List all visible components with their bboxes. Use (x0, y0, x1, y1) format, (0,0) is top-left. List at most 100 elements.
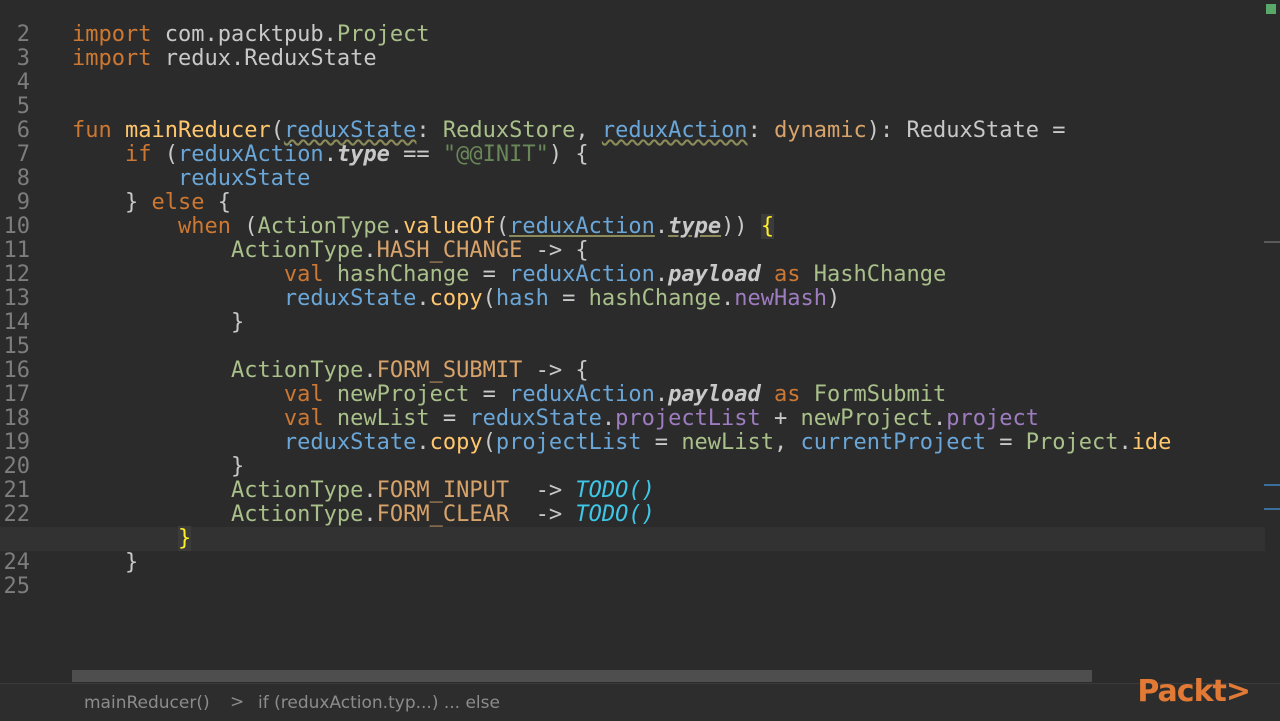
code-line: 11 when (ActionType.valueOf(reduxAction.… (0, 214, 1265, 263)
line-number: 20 (3, 454, 31, 479)
line-number: 18 (3, 406, 31, 431)
code-line: 25 } (0, 551, 1265, 599)
return-type: ReduxState (906, 118, 1039, 143)
code-line: 23 ActionType.FORM_CLEAR -> TODO() (0, 502, 1265, 551)
code-line: 2 (0, 0, 1265, 47)
scroll-marker[interactable] (1264, 484, 1280, 486)
variable: reduxAction (509, 214, 655, 239)
function-name: copy (429, 430, 483, 455)
code-line: 9 reduxState (0, 166, 1265, 215)
line-number: 3 (16, 46, 30, 71)
class-name: ActionType (230, 478, 364, 503)
code-line: 19 val newList = reduxState.projectList … (0, 406, 1265, 455)
variable: reduxAction (509, 382, 655, 407)
line-number: 13 (3, 286, 31, 311)
class-name: ActionType (230, 502, 364, 527)
keyword: import (72, 22, 152, 47)
class-name: ActionType (230, 238, 364, 263)
variable: reduxState (469, 406, 602, 431)
package-name: redux.ReduxState (164, 46, 377, 71)
named-argument: hash (495, 286, 549, 311)
type-name: dynamic (774, 118, 867, 143)
variable: reduxState (283, 286, 417, 311)
line-number: 4 (16, 70, 30, 95)
line-number: 17 (3, 382, 31, 407)
variable: hashChange (588, 286, 722, 311)
matched-brace: } (177, 526, 192, 551)
line-number: 5 (16, 94, 30, 119)
keyword: fun (72, 118, 112, 143)
keyword: val (283, 262, 324, 287)
code-line: 16 (0, 335, 1265, 383)
parameter: reduxState (283, 118, 417, 143)
variable-name: newList (336, 406, 430, 431)
code-line-current: 24 } (0, 526, 1265, 575)
line-number: 16 (3, 358, 31, 383)
keyword: val (283, 406, 324, 431)
keyword: val (283, 382, 324, 407)
breadcrumb-item-branch[interactable]: if (reduxAction.typ...) ... else (258, 693, 500, 713)
keyword: else (151, 190, 205, 215)
class-name: ActionType (257, 214, 390, 239)
code-line: 18 val newProject = reduxAction.payload … (0, 382, 1265, 431)
class-name: Project (336, 22, 430, 47)
line-number: 22 (3, 502, 31, 527)
variable: newProject (800, 406, 933, 431)
keyword: as (774, 382, 801, 407)
code-line: 12 ActionType.HASH_CHANGE -> { (0, 238, 1265, 287)
line-number: 9 (16, 190, 30, 215)
property: project (946, 406, 1039, 431)
function-name: copy (429, 286, 483, 311)
variable: reduxState (283, 430, 417, 455)
inspection-ok-icon[interactable] (1266, 4, 1276, 14)
type-name: ReduxStore (442, 118, 576, 143)
code-editor[interactable]: 2 3 import com.packtpub.Project 4 import… (0, 0, 1280, 670)
keyword: import (72, 46, 152, 71)
scroll-marker[interactable] (1264, 241, 1280, 243)
enum-constant: HASH_CHANGE (376, 238, 523, 263)
packt-logo: Packt> (1137, 674, 1251, 709)
class-name: ActionType (230, 358, 364, 383)
code-line: 4 import redux.ReduxState (0, 46, 1265, 95)
property: payload (668, 262, 761, 287)
line-number: 8 (16, 166, 30, 191)
breadcrumb: mainReducer() > if (reduxAction.typ...) … (0, 683, 1280, 721)
variable: reduxState (177, 166, 311, 191)
code-line: 3 import com.packtpub.Project (0, 22, 1265, 71)
todo-call: TODO() (575, 502, 655, 527)
keyword: when (177, 214, 231, 239)
property: type (336, 142, 390, 167)
enum-constant: FORM_CLEAR (376, 502, 510, 527)
line-number: 19 (3, 430, 31, 455)
variable: newList (681, 430, 775, 455)
chevron-right-icon: > (230, 692, 245, 712)
line-number: 21 (3, 478, 31, 503)
code-line: 13 val hashChange = reduxAction.payload … (0, 262, 1265, 311)
horizontal-scrollbar-thumb[interactable] (72, 670, 1092, 682)
variable: reduxAction (509, 262, 655, 287)
code-line: 17 ActionType.FORM_SUBMIT -> { (0, 358, 1265, 407)
line-number: 12 (3, 262, 31, 287)
code-line: 8 if (reduxAction.type == "@@INIT") { (0, 142, 1265, 191)
code-line: 5 (0, 71, 1265, 119)
property: newHash (734, 286, 828, 311)
line-number: 2 (16, 22, 30, 47)
line-number: 6 (16, 118, 30, 143)
type-name: FormSubmit (813, 382, 947, 407)
code-line: 22 ActionType.FORM_INPUT -> TODO() (0, 478, 1265, 527)
line-number: 10 (3, 214, 31, 239)
code-line: 7 fun mainReducer(reduxState: ReduxStore… (0, 118, 1265, 167)
parameter: reduxAction (601, 118, 748, 143)
line-number: 14 (3, 310, 31, 335)
function-name: mainReducer (125, 118, 271, 143)
scroll-marker[interactable] (1264, 508, 1280, 510)
breadcrumb-item-function[interactable]: mainReducer() (84, 693, 210, 713)
property: type (668, 214, 722, 239)
function-name: valueOf (403, 214, 496, 239)
enum-constant: FORM_INPUT (376, 478, 510, 503)
function-name: ide (1131, 430, 1172, 455)
variable-name: hashChange (336, 262, 470, 287)
line-number: 11 (3, 238, 31, 263)
string-literal: "@@INIT" (442, 142, 549, 167)
operator: == (403, 142, 430, 167)
